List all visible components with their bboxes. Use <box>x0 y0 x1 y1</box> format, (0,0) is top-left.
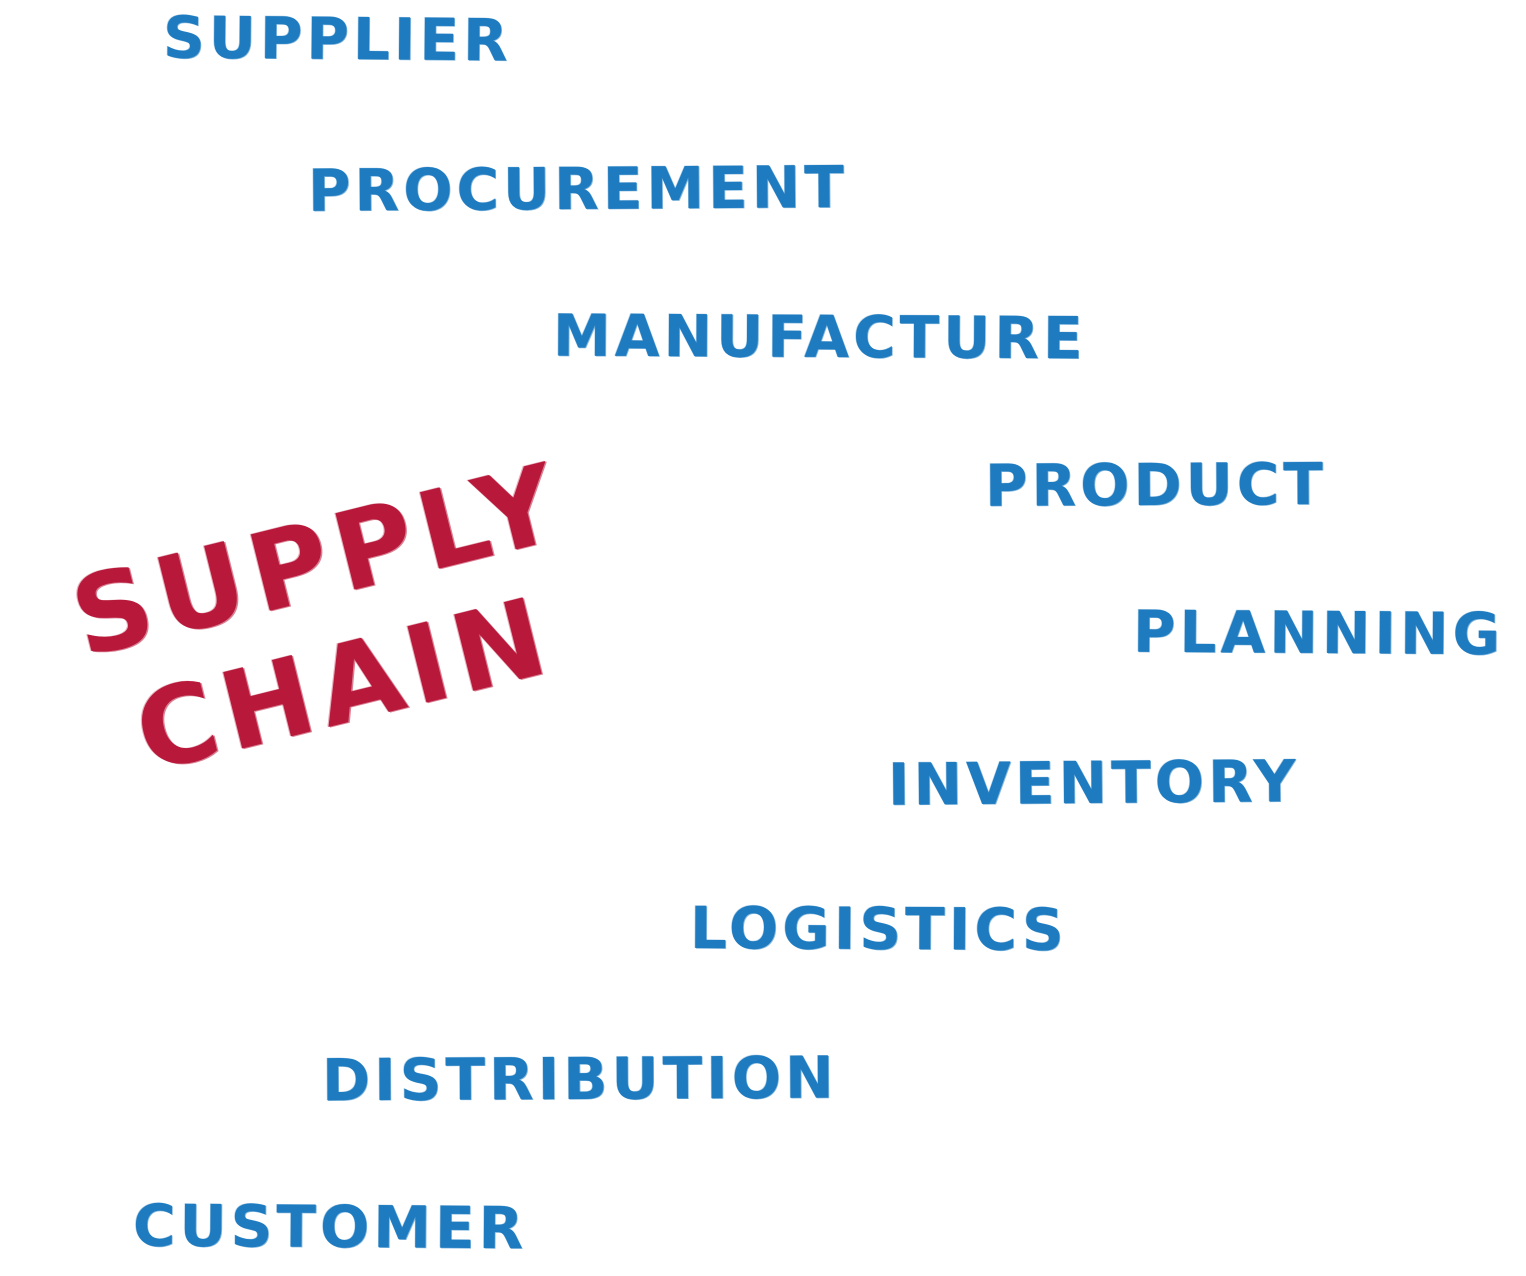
word-logistics: LOGISTICS <box>689 894 1068 964</box>
word-procurement: PROCUREMENT <box>307 153 849 225</box>
word-manufacture: MANUFACTURE <box>552 301 1087 373</box>
word-product: PRODUCT <box>984 450 1328 520</box>
word-customer: CUSTOMER <box>132 1191 528 1263</box>
word-planning: PLANNING <box>1132 597 1505 669</box>
supply-chain-title: SUPPLY CHAIN <box>60 439 609 808</box>
word-supplier: SUPPLIER <box>162 3 513 75</box>
word-inventory: INVENTORY <box>887 747 1300 819</box>
word-distribution: DISTRIBUTION <box>321 1043 838 1115</box>
